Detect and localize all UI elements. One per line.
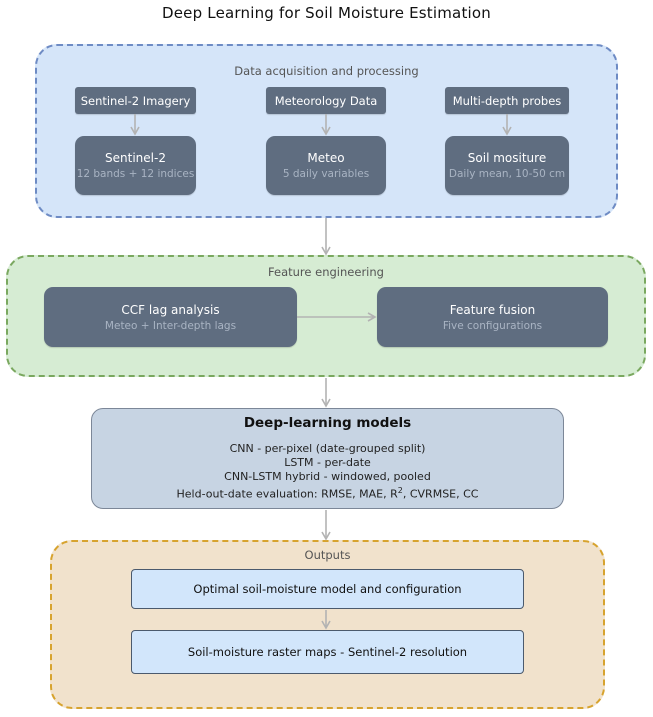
node-meteo: Meteo 5 daily variables (266, 136, 386, 195)
eval-prefix: Held-out-date evaluation: RMSE, MAE, R (176, 487, 398, 501)
deep-learning-models-node: Deep-learning models CNN - per-pixel (da… (91, 408, 564, 509)
output-optimal-model: Optimal soil-moisture model and configur… (131, 569, 524, 609)
models-line-cnn-lstm: CNN-LSTM hybrid - windowed, pooled (224, 470, 431, 483)
node-ccf-title: CCF lag analysis (121, 302, 220, 317)
models-line-evaluation: Held-out-date evaluation: RMSE, MAE, R2,… (92, 484, 563, 502)
node-fusion-title: Feature fusion (449, 302, 536, 317)
outputs-label: Outputs (304, 548, 351, 562)
node-sentinel2-subtitle: 12 bands + 12 indices (76, 168, 195, 180)
eval-suffix: , CVRMSE, CC (402, 487, 479, 501)
feature-engineering-label: Feature engineering (268, 265, 384, 279)
node-soil-moisture-subtitle: Daily mean, 10-50 cm (448, 168, 566, 180)
source-multi-depth-probes: Multi-depth probes (445, 87, 569, 114)
diagram-title: Deep Learning for Soil Moisture Estimati… (162, 4, 491, 22)
node-fusion-subtitle: Five configurations (442, 319, 543, 332)
data-acquisition-label: Data acquisition and processing (234, 64, 419, 78)
source-meteorology-data: Meteorology Data (266, 87, 386, 114)
models-title: Deep-learning models (243, 415, 412, 431)
node-feature-fusion: Feature fusion Five configurations (377, 287, 608, 347)
node-meteo-title: Meteo (307, 151, 345, 165)
node-soil-moisture: Soil mositure Daily mean, 10-50 cm (445, 136, 569, 195)
source-sentinel2-imagery: Sentinel-2 Imagery (75, 87, 196, 114)
node-meteo-subtitle: 5 daily variables (282, 168, 370, 180)
node-soil-moisture-title: Soil mositure (467, 151, 547, 165)
node-sentinel2: Sentinel-2 12 bands + 12 indices (75, 136, 196, 195)
models-line-lstm: LSTM - per-date (284, 456, 371, 469)
eval-superscript: 2 (397, 486, 403, 495)
node-ccf-lag-analysis: CCF lag analysis Meteo + Inter-depth lag… (44, 287, 297, 347)
node-sentinel2-title: Sentinel-2 (105, 151, 166, 165)
models-line-cnn: CNN - per-pixel (date-grouped split) (229, 442, 426, 455)
output-raster-maps: Soil-moisture raster maps - Sentinel-2 r… (131, 630, 524, 674)
node-ccf-subtitle: Meteo + Inter-depth lags (104, 319, 237, 332)
